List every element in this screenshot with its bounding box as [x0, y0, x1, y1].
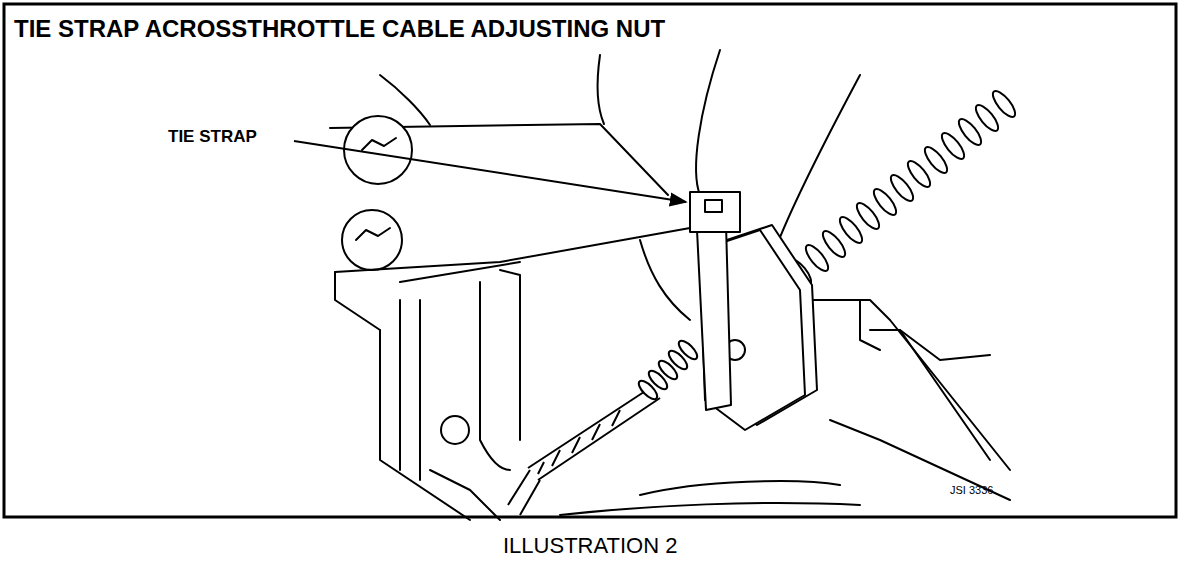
drawing-number: JSI 3336: [950, 484, 993, 496]
inner-cable: [508, 388, 660, 515]
tie-strap: [690, 192, 740, 410]
part-label: TIE STRAP: [168, 128, 257, 147]
leader-line: [294, 141, 686, 202]
cable-sleeve: [636, 338, 700, 402]
figure-caption: ILLUSTRATION 2: [503, 534, 677, 558]
corrugated-cable: [785, 88, 1018, 288]
diagram-title: TIE STRAP ACROSSTHROTTLE CABLE ADJUSTING…: [14, 16, 665, 42]
frame-border: [4, 4, 1176, 517]
housing-outline: [330, 50, 1010, 520]
